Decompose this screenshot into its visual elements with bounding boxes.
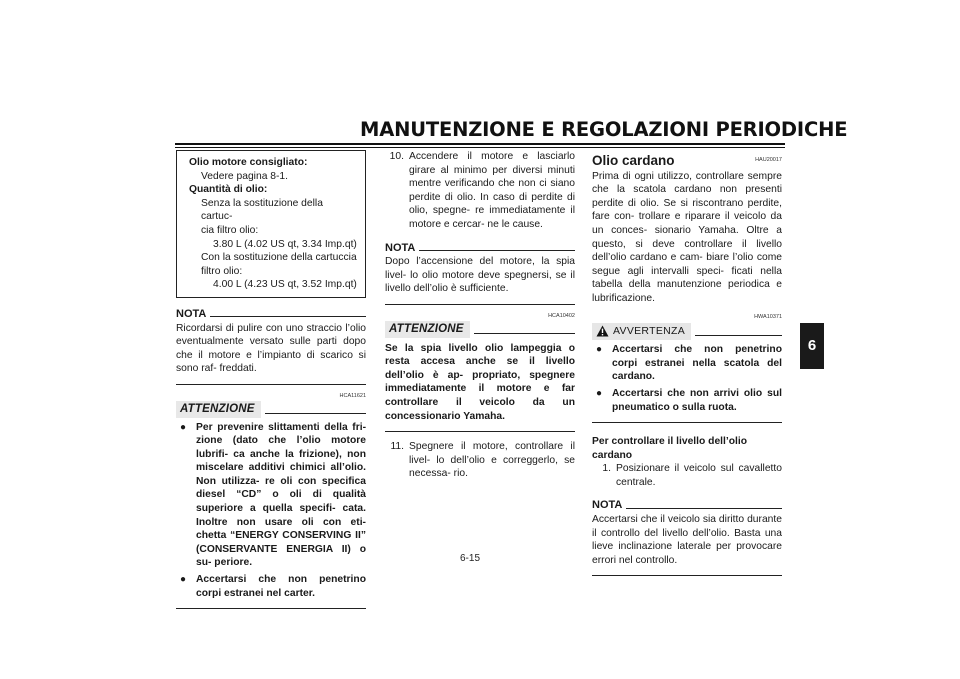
bullet-text: Per prevenire slittamenti della fri- zio…	[196, 421, 366, 569]
section-title-row: Olio cardano HAU20017	[592, 154, 782, 168]
column-right: Olio cardano HAU20017 Prima di ogni util…	[592, 150, 782, 577]
nota-text: Ricordarsi di pulire con uno straccio l’…	[176, 322, 366, 375]
step-number: 1.	[602, 463, 611, 475]
nota-rule	[210, 316, 366, 318]
oil-label: Olio motore consigliato:	[189, 157, 308, 168]
oil-value: Vedere pagina 8-1.	[201, 170, 289, 182]
warning-rule	[695, 334, 782, 336]
oil-spec-box: Olio motore consigliato: Vedere pagina 8…	[176, 150, 366, 298]
section-title: Olio cardano	[592, 153, 675, 168]
warning-badge: AVVERTENZA	[592, 322, 692, 341]
quantity-line-3: 3.80 L (4.02 US qt, 3.34 Imp.qt)	[213, 238, 357, 250]
list-item: ● Accertarsi che non penetrino corpi est…	[176, 573, 366, 600]
bullet-icon: ●	[180, 574, 187, 586]
nota-end-rule	[176, 383, 366, 385]
nota-end-rule	[592, 575, 782, 577]
step-text: Accendere il motore e lasciarlo girare a…	[409, 151, 575, 230]
quantity-line-1: Senza la sostituzione della cartuc-	[201, 197, 323, 223]
nota-heading: NOTA	[176, 308, 366, 322]
check-procedure-title: Per controllare il livello dell’olio car…	[592, 436, 748, 461]
attention-end-rule	[385, 431, 575, 433]
warning-triangle-icon	[596, 325, 609, 337]
nota-rule	[626, 507, 782, 509]
nota-text: Accertarsi che il veicolo sia diritto du…	[592, 514, 782, 566]
header-rule-thin	[175, 147, 785, 148]
nota-label: NOTA	[592, 499, 623, 512]
list-item: ● Accertarsi che non penetrino corpi est…	[592, 343, 782, 384]
section-code: HAU20017	[755, 157, 782, 163]
bullet-icon: ●	[596, 344, 603, 356]
bullet-icon: ●	[180, 421, 187, 433]
attention-end-rule	[176, 608, 366, 610]
bullet-text: Accertarsi che non arrivi olio sul pneum…	[612, 387, 782, 413]
bullet-text: Accertarsi che non penetrino corpi estra…	[196, 574, 366, 599]
step-1: 1. Posizionare il veicolo sul cavalletto…	[592, 462, 782, 489]
list-item: ● Per prevenire slittamenti della fri- z…	[176, 421, 366, 571]
page-number: 6-15	[460, 553, 481, 564]
page-header-title: MANUTENZIONE E REGOLAZIONI PERIODICHE	[360, 118, 848, 141]
quantity-line-2: cia filtro olio:	[201, 224, 259, 236]
quantity-label: Quantità di olio:	[189, 184, 268, 196]
attention-code: HCA10402	[548, 312, 575, 319]
attention-heading: ATTENZIONE	[176, 400, 366, 418]
nota-label: NOTA	[176, 307, 207, 320]
quantity-line-4: Con la sostituzione della cartuccia	[201, 252, 357, 264]
quantity-line-6: 4.00 L (4.23 US qt, 3.52 Imp.qt)	[213, 279, 357, 291]
bullet-text: Accertarsi che non penetrino corpi estra…	[612, 344, 782, 383]
step-text: Posizionare il veicolo sul cavalletto ce…	[616, 463, 782, 488]
attention-code: HCA11621	[339, 392, 367, 399]
nota-end-rule	[385, 303, 575, 305]
attention-label: ATTENZIONE	[176, 400, 261, 418]
attention-rule	[264, 412, 366, 414]
column-left: Olio motore consigliato: Vedere pagina 8…	[176, 150, 367, 610]
warning-label: AVVERTENZA	[613, 324, 686, 337]
chapter-tab[interactable]: 6	[800, 323, 824, 369]
attention-rule	[473, 332, 575, 334]
bullet-icon: ●	[596, 387, 603, 399]
list-item: ● Accertarsi che non arrivi olio sul pne…	[592, 387, 782, 414]
nota-rule	[419, 249, 575, 251]
section-intro: Prima di ogni utilizzo, controllare semp…	[592, 170, 782, 304]
step-10: 10. Accendere il motore e lasciarlo gira…	[385, 150, 575, 232]
nota-label: NOTA	[385, 241, 416, 254]
nota-heading: NOTA	[385, 242, 575, 256]
nota-heading: NOTA	[592, 499, 782, 513]
warning-code: HWA10371	[754, 313, 782, 320]
header-rule	[175, 143, 785, 145]
warning-end-rule	[592, 422, 782, 424]
nota-text: Dopo l’accensione del motore, la spia li…	[385, 256, 575, 295]
step-number: 10.	[389, 151, 404, 162]
step-number: 11.	[390, 441, 404, 453]
warning-heading: AVVERTENZA	[592, 322, 782, 341]
attention-label: ATTENZIONE	[385, 320, 470, 338]
attention-text: Se la spia livello olio lampeggia o rest…	[385, 342, 575, 422]
step-11: 11. Spegnere il motore, controllare il l…	[385, 440, 575, 481]
column-middle: 10. Accendere il motore e lasciarlo gira…	[385, 150, 575, 481]
attention-heading: ATTENZIONE	[385, 320, 575, 338]
quantity-line-5: filtro olio:	[201, 265, 243, 277]
step-text: Spegnere il motore, controllare il livel…	[409, 441, 575, 480]
